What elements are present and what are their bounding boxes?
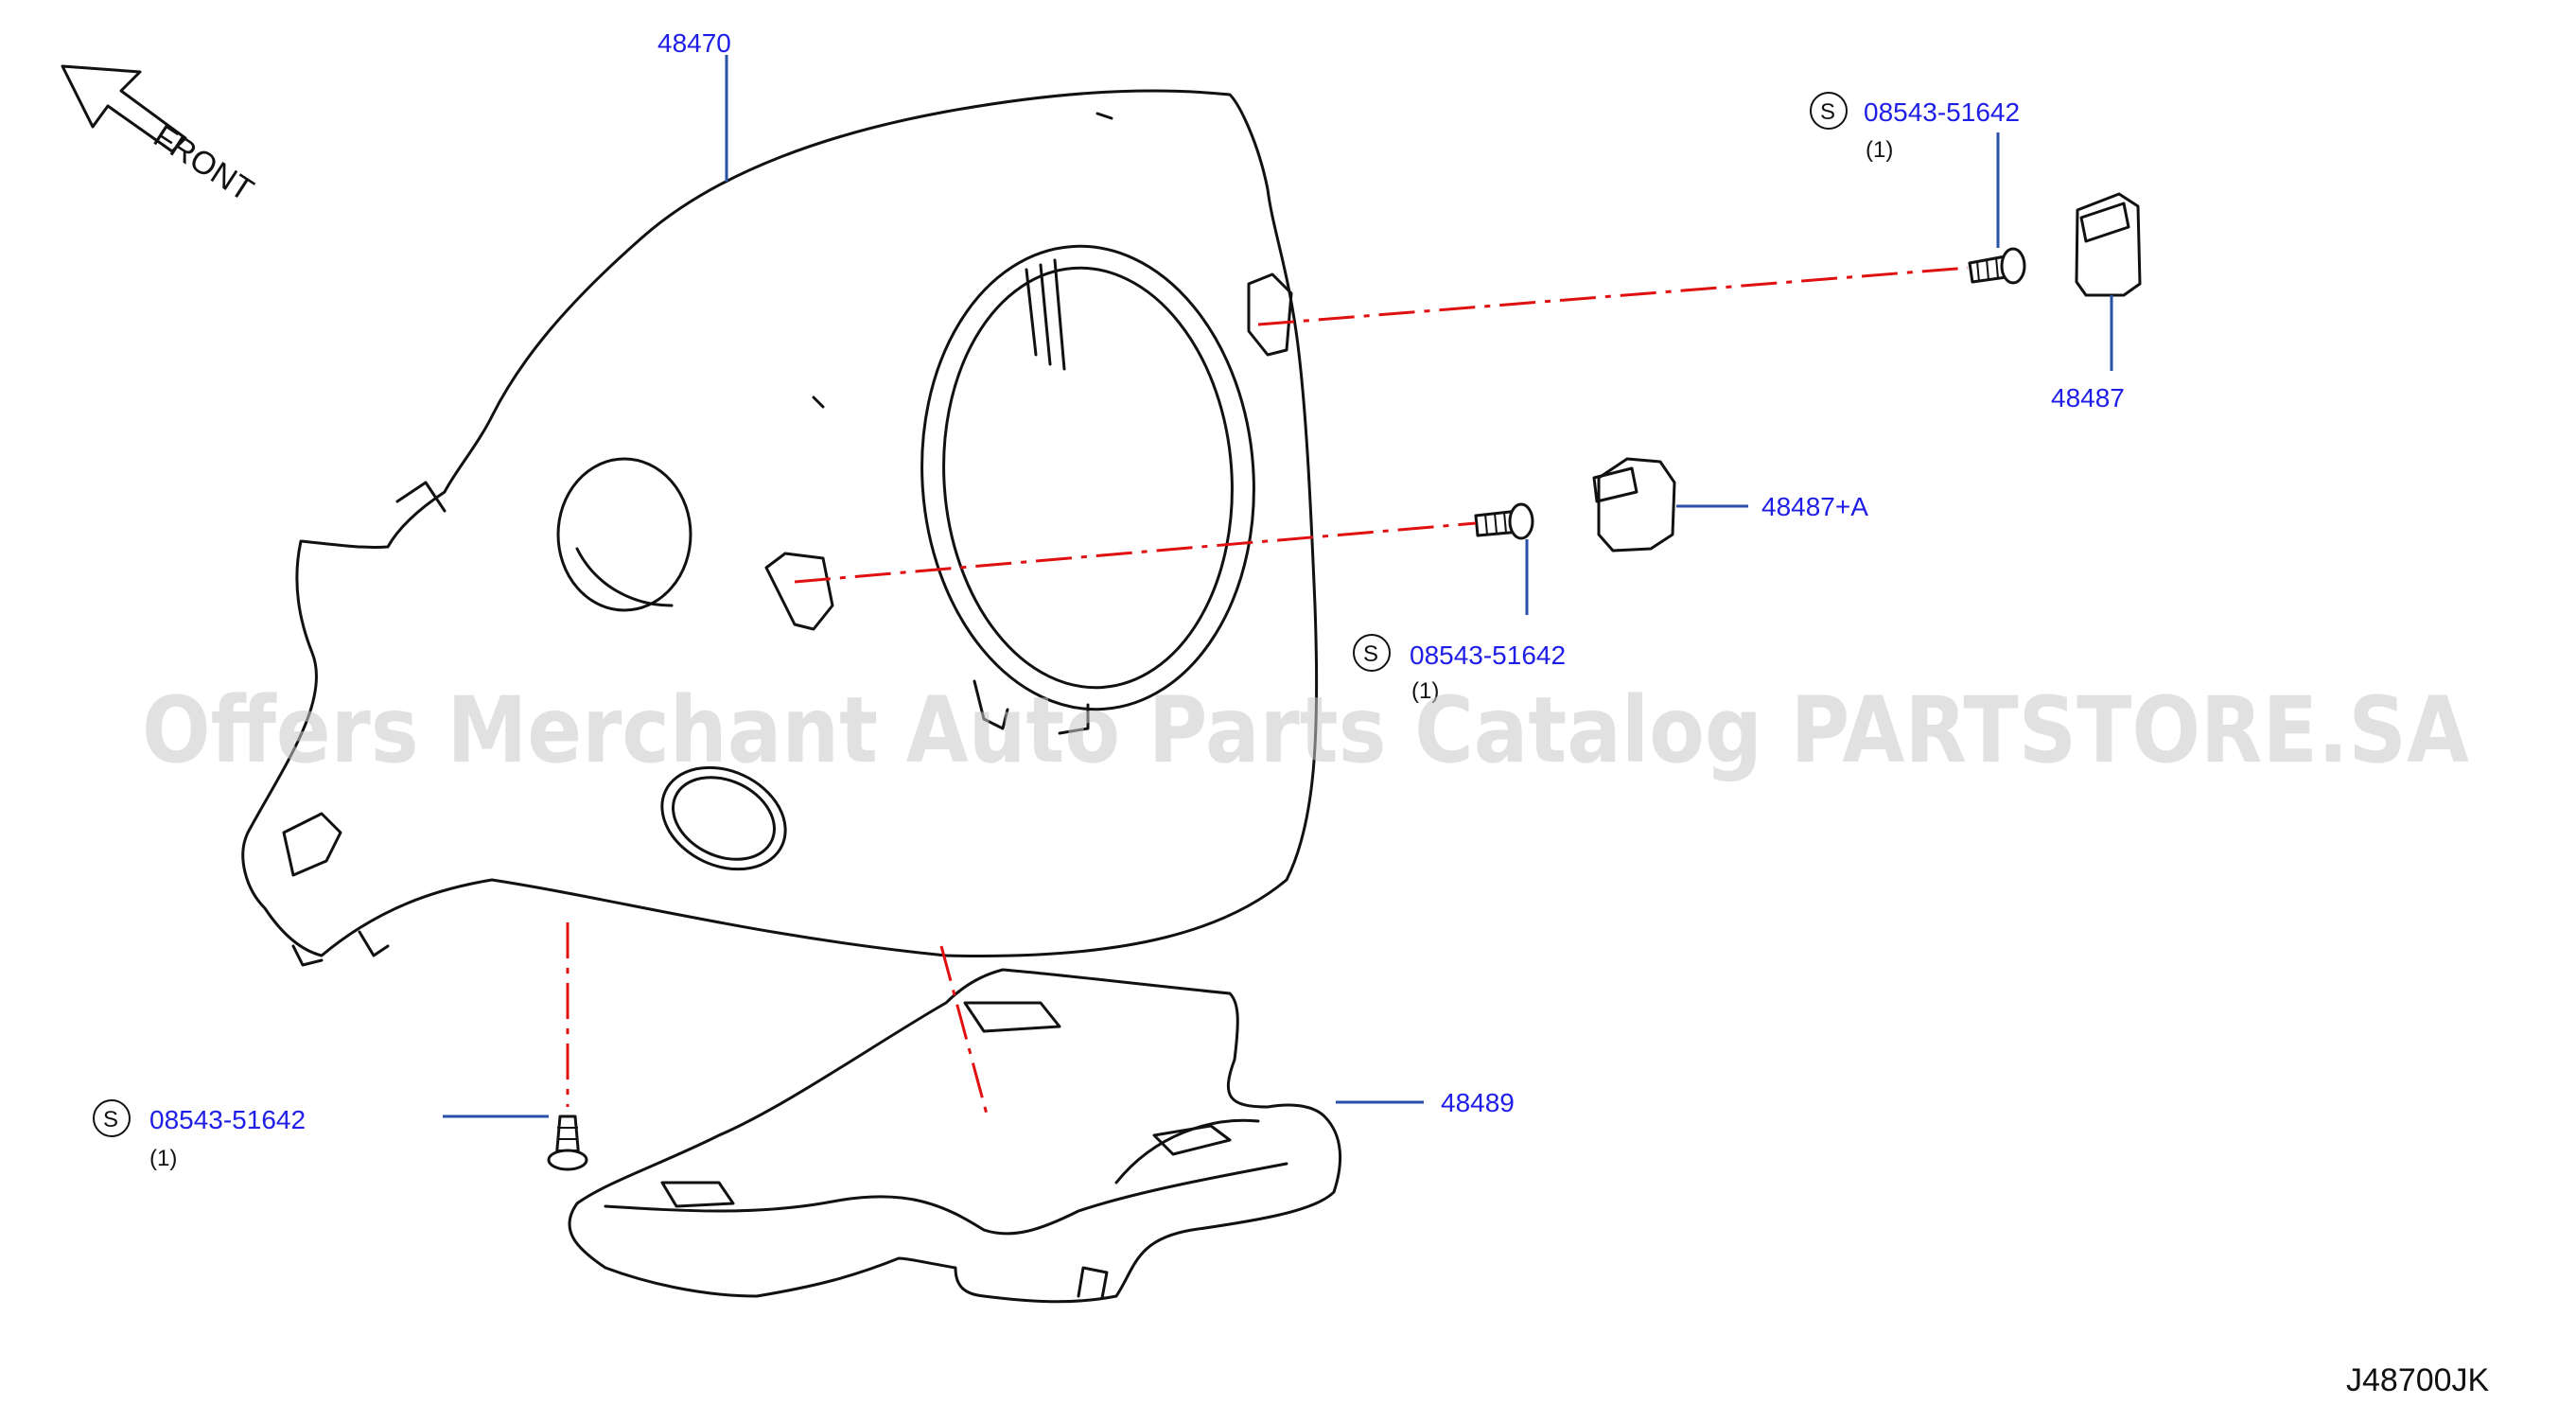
s-symbol-label: S <box>1363 641 1378 667</box>
part-number-48487a: 48487+A <box>1761 492 1868 521</box>
quantity-screw-left: (1) <box>149 1146 177 1171</box>
s-symbol-icon <box>1810 92 1848 130</box>
part-number-48470: 48470 <box>657 28 731 58</box>
screw-icon <box>547 1114 588 1171</box>
screw-icon <box>1968 247 2026 285</box>
s-symbol-label: S <box>1820 99 1835 125</box>
quantity-screw-top: (1) <box>1866 137 1893 163</box>
s-symbol-icon <box>93 1099 131 1137</box>
front-arrow-icon <box>61 64 187 153</box>
upper-column-cover-48470 <box>241 89 1319 967</box>
s-symbol-label: S <box>103 1107 118 1132</box>
callout-screw-left: S 08543-51642 (1) <box>93 1099 306 1171</box>
lower-column-cover-48489 <box>568 968 1342 1304</box>
diagram-code: J48700JK <box>2346 1362 2490 1398</box>
watermark: Offers Merchant Auto Parts Catalog PARTS… <box>142 677 2469 783</box>
part-number-screw-top: 08543-51642 <box>1864 97 2020 127</box>
center-line <box>794 521 1477 584</box>
part-number-screw-mid: 08543-51642 <box>1410 641 1566 670</box>
part-number-48487: 48487 <box>2051 383 2125 412</box>
switch-cover-48487a <box>1592 457 1676 553</box>
callout-screw-mid: S 08543-51642 (1) <box>1353 634 1566 704</box>
callout-screw-top: S 08543-51642 (1) <box>1810 92 2020 163</box>
center-line <box>939 945 990 1122</box>
part-number-48489: 48489 <box>1441 1088 1515 1117</box>
s-symbol-icon <box>1353 634 1391 672</box>
quantity-screw-mid: (1) <box>1411 678 1439 704</box>
center-line <box>1257 266 1969 326</box>
switch-cover-48487 <box>2075 192 2142 297</box>
front-label: FRONT <box>148 118 260 209</box>
screw-icon <box>1474 502 1534 540</box>
part-number-screw-left: 08543-51642 <box>149 1105 306 1134</box>
